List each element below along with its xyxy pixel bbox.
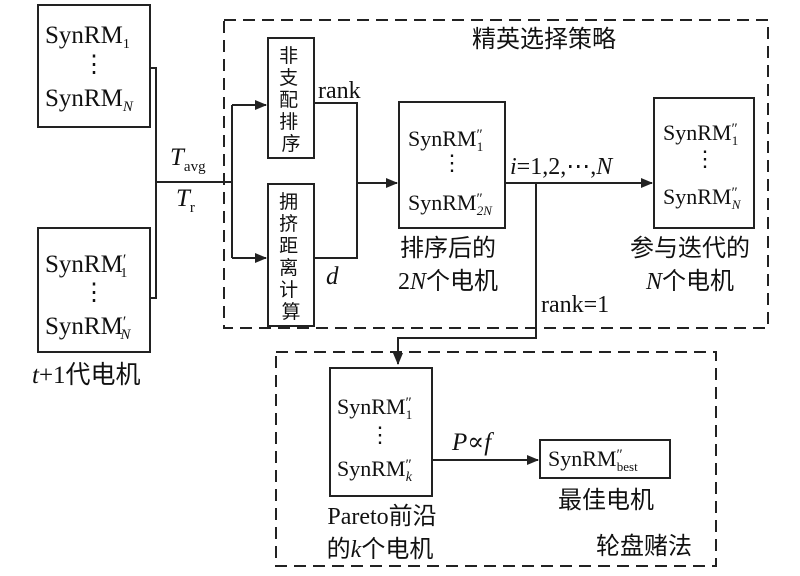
pareto-caption2: 的k个电机: [327, 536, 434, 563]
crowding-box: [267, 183, 315, 327]
d-label: d: [326, 263, 339, 290]
tavg-label: Tavg: [170, 144, 206, 175]
gen-t1-box: [37, 227, 151, 353]
nds-box: [267, 37, 315, 159]
gen-t-box: [37, 4, 151, 128]
prob-label: P∝f: [451, 429, 494, 456]
pareto-last-motor: SynRM″k: [337, 456, 413, 485]
best-motor: SynRM″best: [548, 446, 638, 474]
sorted-dots: ⋮: [441, 150, 463, 175]
iter-caption2: N个电机: [645, 268, 734, 295]
iter-box: [653, 97, 755, 229]
rank1-label: rank=1: [541, 292, 609, 318]
gen-t-first-motor: SynRM1: [45, 22, 130, 52]
index-label: i=1,2,⋯,N: [510, 154, 614, 180]
nds-label: 非 支 配 排 序: [279, 45, 303, 155]
iter-last-motor: SynRM″N: [663, 184, 742, 212]
elite-title: 精英选择策略: [472, 26, 616, 53]
pareto-dots: ⋮: [369, 422, 391, 447]
iter-caption1: 参与迭代的: [630, 235, 750, 262]
pareto-first-motor: SynRM″1: [337, 394, 412, 422]
gen-t-last-motor: SynRMN: [45, 85, 134, 115]
sorted-first-motor: SynRM″1: [408, 126, 483, 154]
gen-t1-dots: ⋮: [82, 280, 106, 306]
gen-t1-last-motor: SynRM′N: [45, 313, 131, 343]
best-box: [539, 439, 671, 479]
gen-t1-caption: t+1代电机: [32, 361, 141, 389]
roulette-region: [275, 351, 717, 567]
pareto-box: [329, 367, 433, 497]
iter-first-motor: SynRM″1: [663, 120, 738, 148]
rank1-line: [393, 183, 537, 365]
sorted-box: [398, 101, 506, 229]
iter-dots: ⋮: [694, 146, 716, 171]
gen-t-dots: ⋮: [82, 52, 106, 78]
sorted-caption1: 排序后的: [400, 235, 496, 262]
tr-label: Tr: [176, 185, 195, 216]
sorted-last-motor: SynRM″2N: [408, 190, 493, 218]
gen-t1-first-motor: SynRM′1: [45, 251, 127, 281]
roulette-title: 轮盘赌法: [596, 533, 692, 560]
pareto-caption1: Pareto前沿: [327, 503, 436, 530]
rank-label: rank: [318, 78, 361, 104]
rank-line: [314, 102, 358, 259]
best-caption: 最佳电机: [558, 487, 654, 514]
crowding-label: 拥 挤 距 离 计 算: [279, 191, 303, 323]
sorted-caption2: 2N个电机: [398, 268, 498, 295]
elite-strategy-region: [223, 19, 769, 329]
